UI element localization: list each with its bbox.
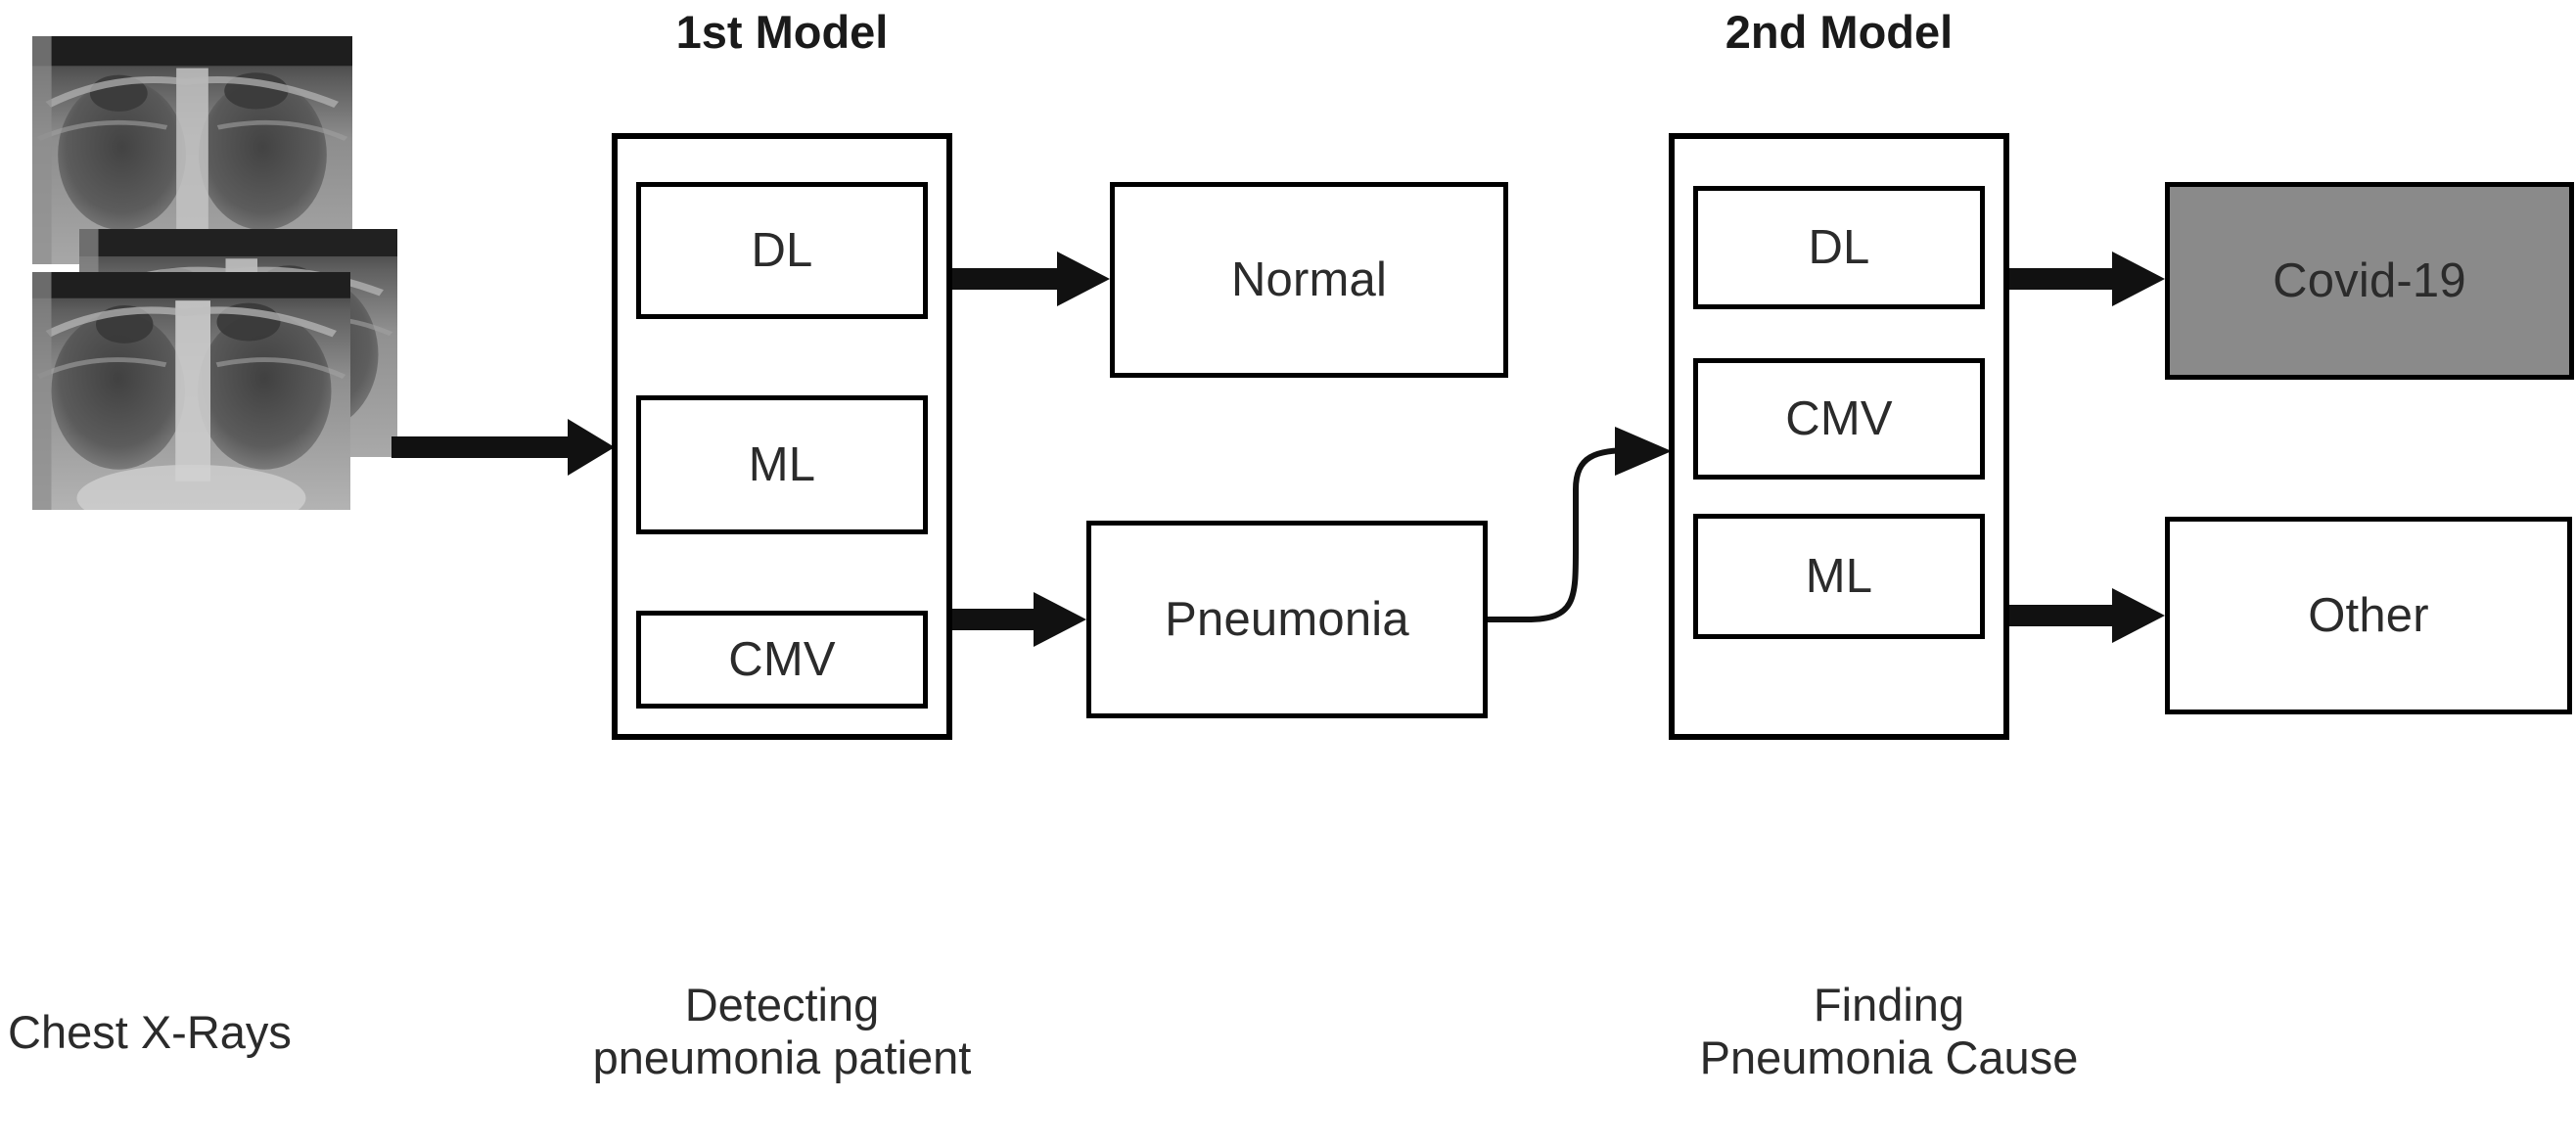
arrow-model1-to-pneumonia xyxy=(947,592,1086,647)
caption-chest-xrays: Chest X-Rays xyxy=(8,1006,292,1058)
model1-method-dl-label: DL xyxy=(751,223,813,277)
model2-method-dl[interactable]: DL xyxy=(1693,186,1985,309)
output-pneumonia[interactable]: Pneumonia xyxy=(1086,521,1488,718)
arrow-model2-to-covid19 xyxy=(2004,252,2165,306)
arrow-model2-to-other xyxy=(2004,588,2165,643)
arrow-model1-to-normal xyxy=(947,252,1110,306)
model2-method-cmv[interactable]: CMV xyxy=(1693,358,1985,480)
model1-method-dl[interactable]: DL xyxy=(636,182,928,319)
model2-method-dl-label: DL xyxy=(1808,220,1870,274)
model1-method-cmv-label: CMV xyxy=(728,632,836,686)
caption-model2: Finding Pneumonia Cause xyxy=(1699,979,2079,1083)
chest-xray-thumbnail-back xyxy=(32,36,352,264)
output-other[interactable]: Other xyxy=(2165,517,2572,714)
arrow-pneumonia-to-model2 xyxy=(1488,427,1672,622)
output-normal-label: Normal xyxy=(1230,252,1388,306)
model1-method-ml[interactable]: ML xyxy=(636,395,928,534)
output-other-label: Other xyxy=(2308,588,2429,642)
arrow-input-to-model1 xyxy=(391,419,615,476)
output-covid19[interactable]: Covid-19 xyxy=(2165,182,2574,380)
output-covid19-label: Covid-19 xyxy=(2273,253,2466,307)
model2-title: 2nd Model xyxy=(1725,6,1954,58)
output-pneumonia-label: Pneumonia xyxy=(1165,592,1409,646)
model1-method-cmv[interactable]: CMV xyxy=(636,611,928,709)
model1-method-ml-label: ML xyxy=(748,437,816,491)
model2-method-ml[interactable]: ML xyxy=(1693,514,1985,639)
model2-method-ml-label: ML xyxy=(1805,549,1873,603)
caption-model1: Detecting pneumonia patient xyxy=(592,979,972,1083)
model2-method-cmv-label: CMV xyxy=(1785,391,1893,445)
model1-title: 1st Model xyxy=(675,6,889,58)
output-normal[interactable]: Normal xyxy=(1110,182,1508,378)
chest-xray-thumbnail-front xyxy=(32,272,350,510)
